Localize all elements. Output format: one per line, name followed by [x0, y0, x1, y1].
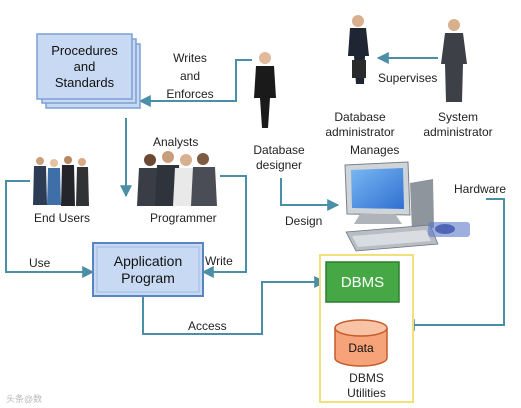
use-label: Use — [29, 256, 51, 270]
data-cylinder-icon — [334, 319, 388, 367]
end-users-label: End Users — [34, 211, 91, 225]
write-label: Write — [205, 254, 233, 268]
procedures-and-standards-label: Procedures and Standards — [51, 42, 118, 90]
arrow-hardware — [402, 198, 505, 331]
procedures-box-stack — [36, 33, 141, 109]
hardware-label: Hardware — [454, 182, 507, 196]
application-program-label: Application Program — [113, 252, 183, 286]
analysts-programmers-group-icon — [137, 151, 217, 206]
computer-hardware-icon — [344, 161, 470, 252]
application-program-box — [92, 242, 204, 297]
writes-and-enforces-label: Writes and Enforces — [166, 51, 214, 101]
arrow-dbadmin-to-procedures — [138, 59, 252, 107]
arrow-design — [280, 178, 340, 211]
design-label: Design — [285, 214, 323, 228]
manages-label: Manages — [350, 143, 400, 157]
supervises-label: Supervises — [378, 71, 438, 85]
arrow-use — [5, 180, 95, 278]
arrow-write — [201, 175, 247, 278]
watermark: 头条@数 — [6, 394, 43, 404]
data-label: Data — [348, 341, 374, 355]
system-administrator-label: System administrator — [423, 110, 493, 139]
access-label: Access — [188, 319, 227, 333]
database-designer-figure — [254, 52, 276, 128]
programmer-label: Programmer — [150, 211, 217, 225]
arrow-access — [142, 276, 327, 335]
dbms-utilities-label: DBMS Utilities — [347, 371, 386, 400]
analysts-label: Analysts — [153, 135, 199, 149]
database-designer-label: Database designer — [253, 143, 305, 172]
database-administrator-label: Database administrator — [325, 110, 395, 139]
end-users-group-icon — [33, 156, 89, 206]
dbms-box — [325, 261, 400, 303]
dbms-label: DBMS — [340, 273, 385, 291]
system-administrator-figure — [441, 19, 467, 102]
database-administrator-figure — [348, 15, 369, 84]
